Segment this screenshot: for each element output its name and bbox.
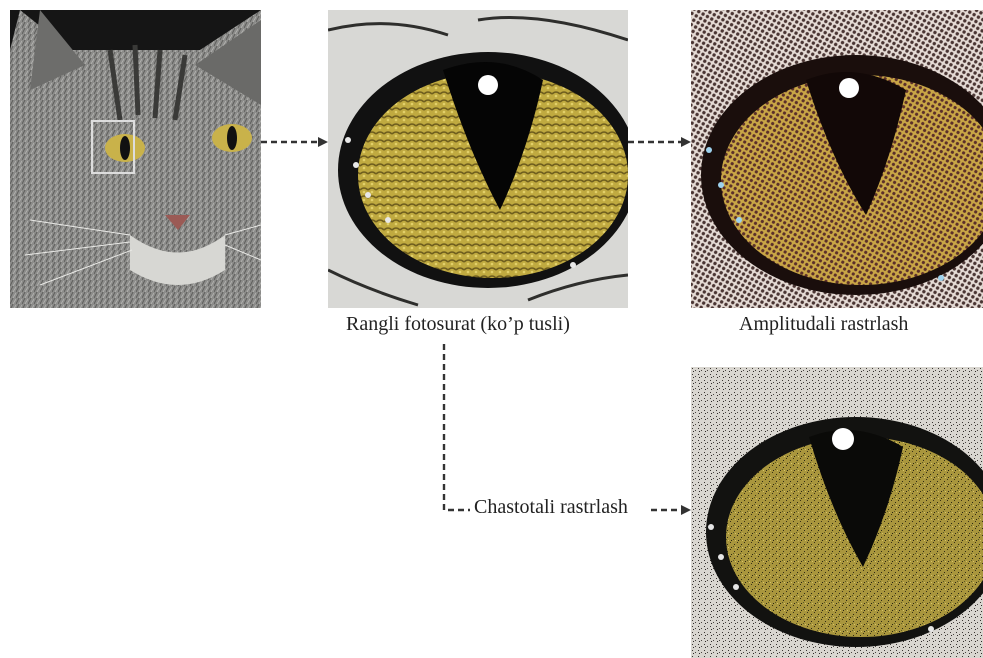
connector-closeup-down	[444, 344, 470, 510]
cat-face-icon	[10, 10, 261, 308]
arrow-photo-to-closeup-head	[318, 137, 328, 147]
arrow-to-frequency-head	[681, 505, 691, 515]
amplitude-halftone-eye	[691, 10, 983, 308]
caption-amplitude-halftone: Amplitudali rastrlash	[739, 313, 908, 336]
caption-color-photo: Rangli fotosurat (ko’p tusli)	[346, 313, 570, 336]
cat-eye-icon	[328, 10, 628, 308]
stochastic-eye-icon	[691, 367, 983, 658]
halftone-eye-icon	[691, 10, 983, 308]
caption-frequency-halftone: Chastotali rastrlash	[474, 496, 628, 519]
arrow-closeup-to-amplitude-head	[681, 137, 691, 147]
eye-closeup-photo	[328, 10, 628, 308]
cat-photo	[10, 10, 261, 308]
frequency-stochastic-eye	[691, 367, 983, 658]
